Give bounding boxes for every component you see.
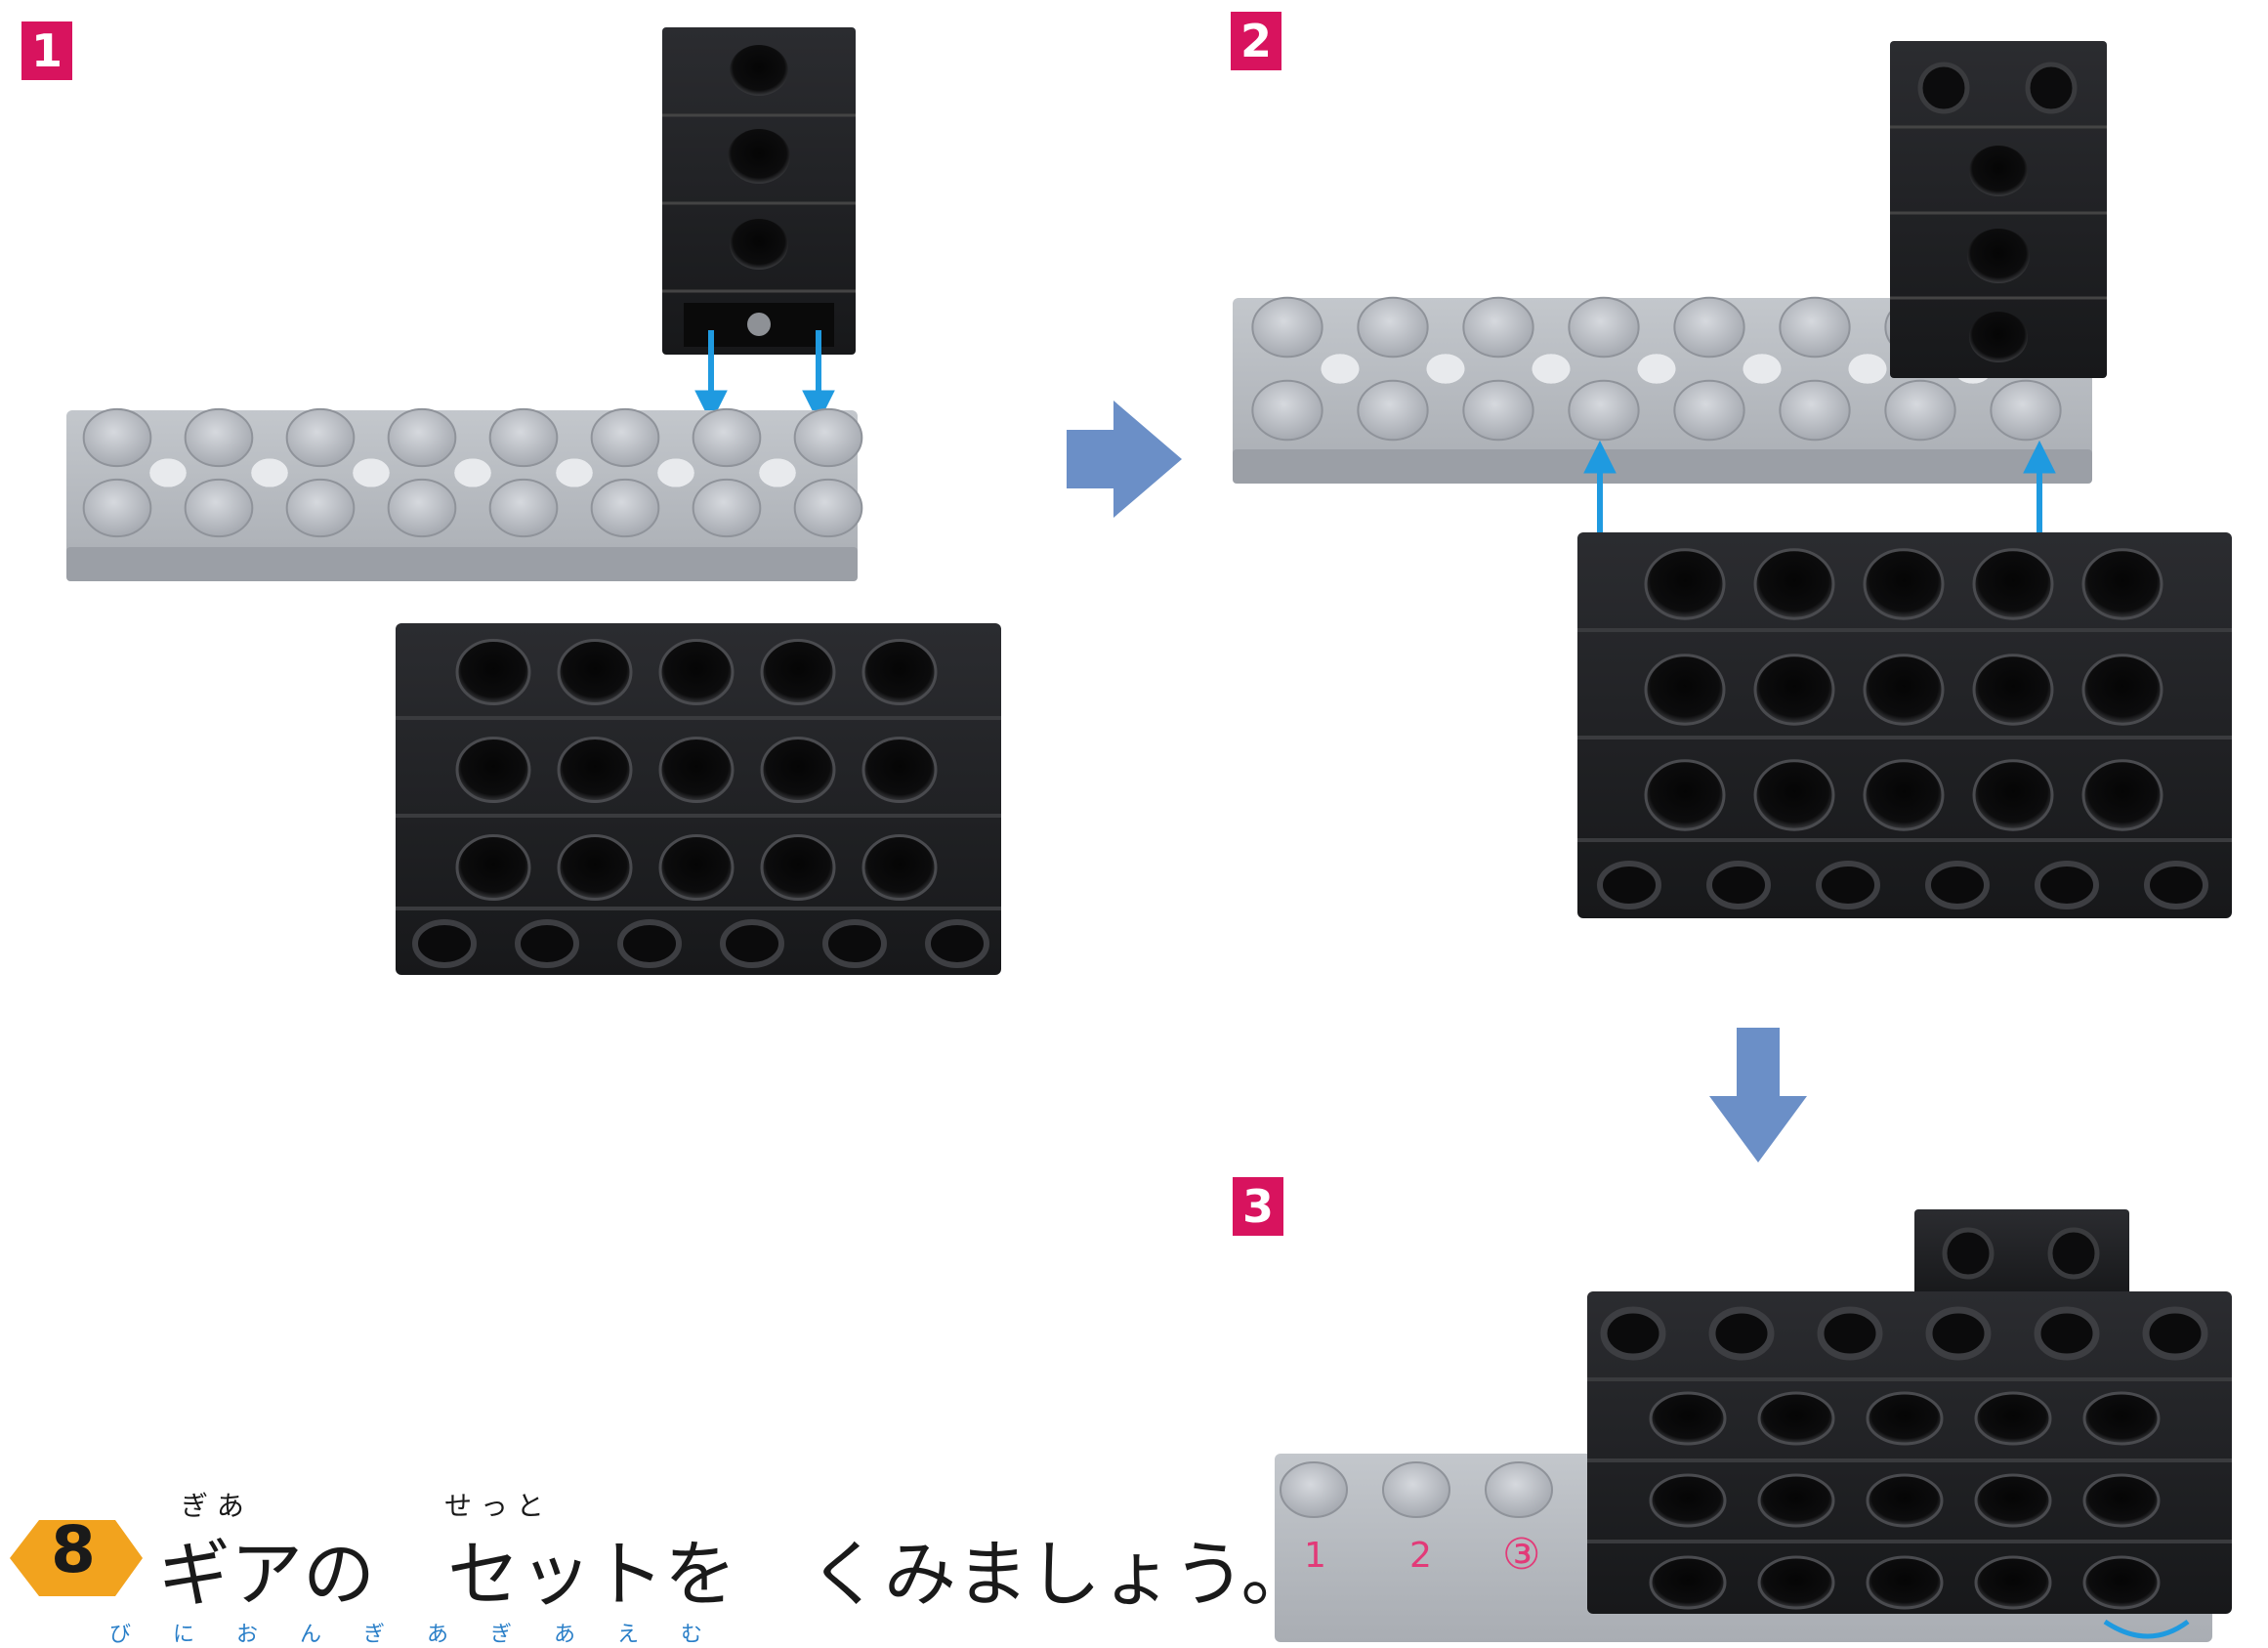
step-number: 8 xyxy=(51,1512,96,1587)
step3-plate-studs xyxy=(1280,1461,1553,1518)
step2-plate xyxy=(1233,298,2092,484)
instruction-text: ギアの セットを くみましょう。 xyxy=(158,1533,1314,1617)
step1-tower-brick xyxy=(662,27,856,355)
step-arrow-right xyxy=(1067,401,1182,518)
ruby-setto: せ っ と xyxy=(444,1490,544,1522)
step3-group xyxy=(1275,1209,2232,1642)
step1-down-arrows xyxy=(694,330,835,424)
step1-brick-holes xyxy=(412,638,989,968)
step1-plate xyxy=(66,410,858,581)
plate-label-2: 2 xyxy=(1409,1536,1432,1576)
step1-group xyxy=(66,27,1001,975)
ruby-giya: ぎ あ xyxy=(181,1490,244,1522)
step2-tower-brick xyxy=(1890,41,2107,378)
step3-top-brick xyxy=(1914,1209,2129,1297)
step2-up-arrows xyxy=(1583,440,2056,532)
step-arrow-down xyxy=(1709,1028,1807,1162)
step2-group xyxy=(1233,41,2232,918)
step1-plate-studs xyxy=(82,407,863,538)
instruction-subline: び に お ん ぎ あ ぎ あ え む xyxy=(109,1623,720,1647)
step-badge-2: 2 xyxy=(1231,12,1281,70)
step3-brick-holes xyxy=(1600,1306,2208,1610)
plate-label-3: ③ xyxy=(1502,1530,1541,1580)
step-badge-1: 1 xyxy=(21,21,72,80)
step2-brick-holes xyxy=(1597,548,2208,909)
plate-label-1: 1 xyxy=(1304,1536,1326,1576)
step-hexagon xyxy=(10,1520,143,1596)
step-badge-3: 3 xyxy=(1233,1177,1283,1236)
step3-brick-stack xyxy=(1587,1291,2232,1614)
step3-blue-curve xyxy=(2103,1619,2190,1639)
